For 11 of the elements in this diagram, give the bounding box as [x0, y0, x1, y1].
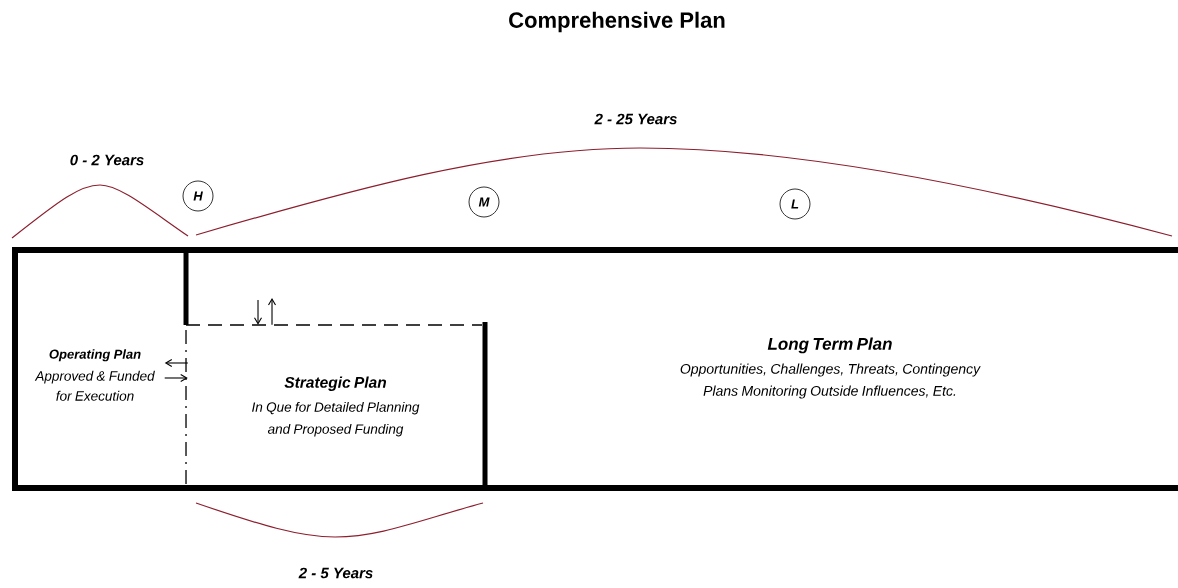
arrow — [267, 298, 277, 326]
plan-text: Long Term Plan Opportunities, Challenges, Threats, Contingency Plans Monitoring Outside Influences, Etc. — [680, 337, 981, 399]
duration-label: 0 - 2 Years — [70, 154, 144, 166]
title: Comprehensive Plan — [509, 11, 725, 33]
duration-label: 2 - 5 Years — [298, 567, 373, 579]
arrow — [164, 358, 189, 368]
plan-box: Strategic Plan In Que for Detailed Planning and Proposed Funding — [185, 322, 488, 487]
arrow — [164, 373, 188, 383]
arrow — [253, 299, 263, 325]
duration-label: 2 - 25 Years — [594, 113, 677, 125]
plan-text: Operating Plan Approved & Funded for Execution — [34, 349, 155, 401]
